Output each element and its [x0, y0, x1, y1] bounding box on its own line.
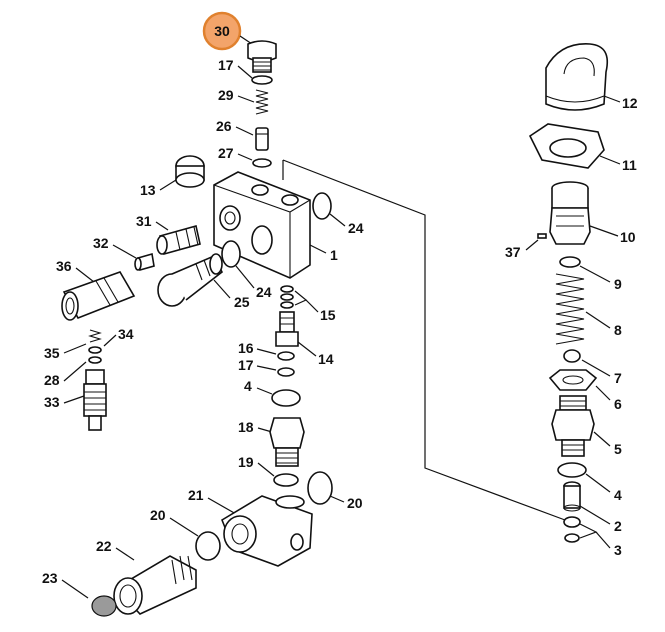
nipple-18: [269, 417, 305, 467]
label-11: 11: [622, 157, 637, 173]
connector-36: [61, 271, 136, 321]
label-19: 19: [238, 454, 254, 470]
label-24b: 24: [256, 284, 272, 300]
washer-28: [88, 356, 102, 364]
pin-37: [537, 233, 547, 239]
valve-5: [551, 395, 595, 457]
valve-14: [275, 311, 299, 347]
oring-3: [564, 533, 580, 543]
label-24a: 24: [348, 220, 364, 236]
spring-29: [255, 89, 269, 115]
label-2: 2: [614, 518, 622, 534]
label-17a: 17: [218, 57, 234, 73]
label-17b: 17: [238, 357, 254, 373]
washer-34: [88, 346, 102, 354]
nozzle-32: [134, 252, 155, 272]
assembly-bracket-line: [282, 159, 566, 521]
washer-16: [277, 351, 295, 361]
label-6: 6: [614, 396, 622, 412]
banjo-25: [157, 253, 224, 307]
label-20a: 20: [347, 495, 363, 511]
label-20b: 20: [150, 507, 166, 523]
label-25: 25: [234, 294, 250, 310]
pin-26: [255, 127, 269, 151]
oring-17a: [251, 75, 273, 85]
part-30-plug: [247, 40, 277, 73]
oring-4b: [557, 462, 587, 478]
ball-7: [563, 349, 581, 363]
label-34: 34: [118, 326, 134, 342]
label-4a: 4: [244, 378, 252, 394]
seal-stack-15: [280, 285, 294, 309]
washer-9: [559, 256, 581, 268]
label-37: 37: [505, 244, 521, 260]
label-23: 23: [42, 570, 58, 586]
label-18: 18: [238, 419, 254, 435]
label-35: 35: [44, 345, 60, 361]
adapter-22: [113, 555, 197, 615]
highlight-circle[interactable]: [202, 11, 242, 51]
label-13: 13: [140, 182, 156, 198]
part-30-callout[interactable]: 30: [202, 11, 242, 51]
cap-13: [175, 155, 205, 188]
label-12: 12: [622, 95, 638, 111]
knob-12: [545, 43, 609, 111]
label-7: 7: [614, 370, 622, 386]
spring-8: [555, 273, 585, 345]
label-5: 5: [614, 441, 622, 457]
oring-19: [273, 473, 299, 487]
label-8: 8: [614, 322, 622, 338]
coupler-33: [83, 369, 107, 431]
label-14: 14: [318, 351, 334, 367]
label-10: 10: [620, 229, 636, 245]
label-22: 22: [96, 538, 112, 554]
label-15: 15: [320, 307, 336, 323]
label-26: 26: [216, 118, 232, 134]
filter-23: [91, 595, 117, 617]
label-30: 30: [214, 23, 230, 39]
label-28: 28: [44, 372, 60, 388]
label-9: 9: [614, 276, 622, 292]
oring-27: [252, 158, 272, 168]
oring-4a: [271, 389, 301, 407]
oring-17b: [277, 367, 295, 377]
oring-24b: [221, 240, 241, 268]
label-32: 32: [93, 235, 109, 251]
label-21: 21: [188, 487, 204, 503]
fitting-31: [156, 225, 201, 255]
oring-20a: [307, 471, 333, 505]
cylinder-10: [549, 181, 591, 245]
oring-24a: [312, 192, 332, 220]
elbow-21: [221, 495, 313, 567]
label-1: 1: [330, 247, 338, 263]
label-29: 29: [218, 87, 234, 103]
label-3: 3: [614, 542, 622, 558]
label-27: 27: [218, 145, 234, 161]
label-36: 36: [56, 258, 72, 274]
label-33: 33: [44, 394, 60, 410]
bezel-11: [528, 123, 605, 169]
oring-20b: [195, 531, 221, 561]
sleeve-2: [563, 481, 581, 528]
label-4b: 4: [614, 487, 622, 503]
label-16: 16: [238, 340, 254, 356]
spring-35: [88, 329, 102, 343]
nut-6: [548, 369, 598, 391]
label-31: 31: [136, 213, 152, 229]
